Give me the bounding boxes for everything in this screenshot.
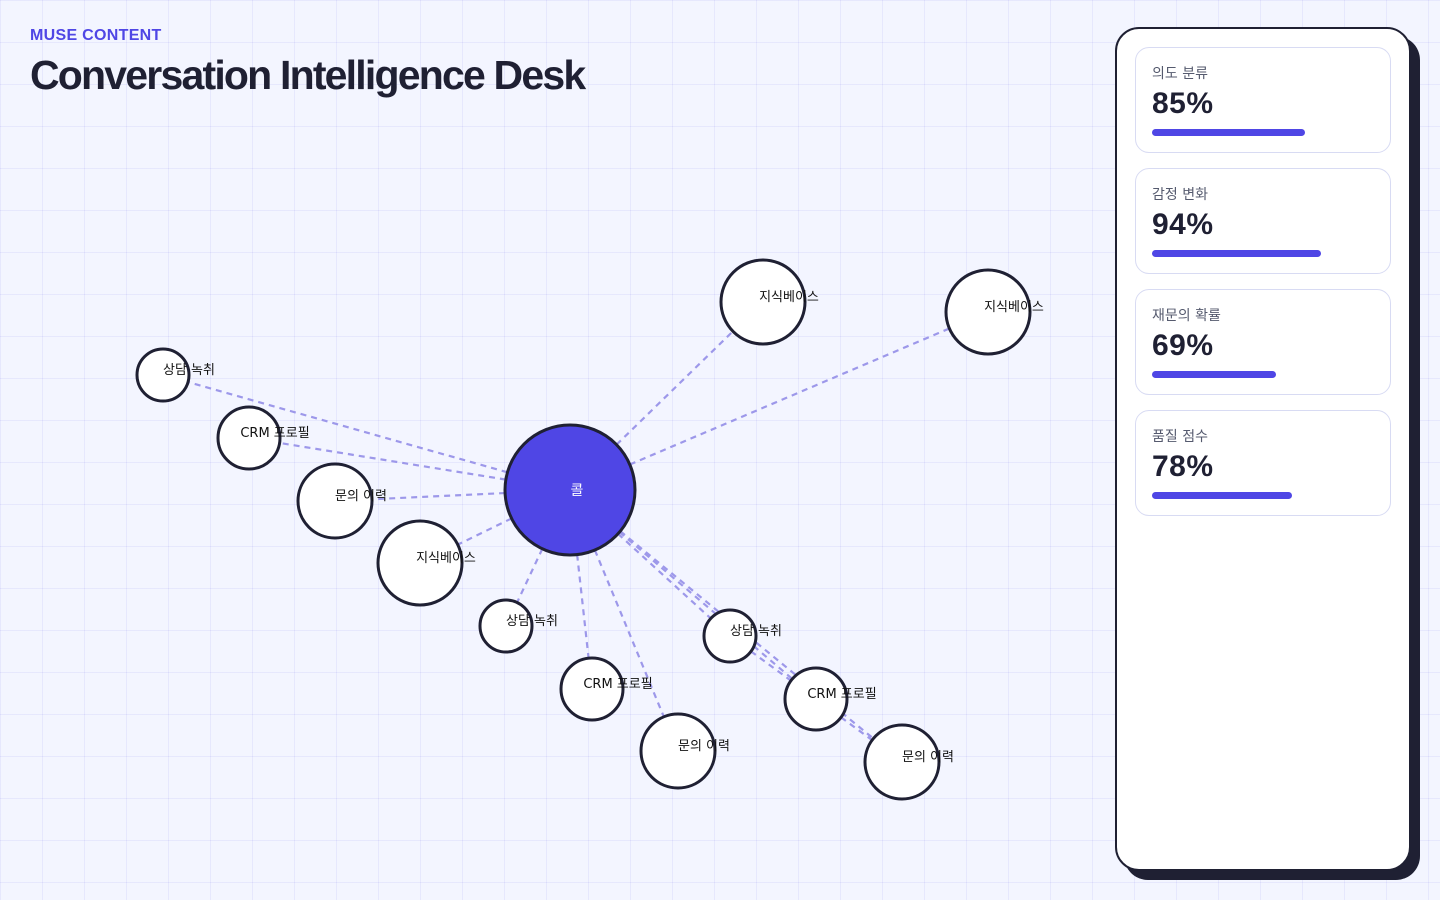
node-label: 상담 녹취 xyxy=(163,363,215,378)
metric-label: 감정 변화 xyxy=(1152,187,1208,203)
node-문의-이력[interactable] xyxy=(639,712,717,790)
graph-edge xyxy=(618,531,794,680)
graph-edge xyxy=(615,330,734,446)
node-지식베이스[interactable] xyxy=(719,258,807,346)
node-label: CRM 프로필 xyxy=(807,687,876,702)
node-label: 지식베이스 xyxy=(416,551,476,566)
metrics-panel: 의도 분류 85% 감정 변화 94% 재문의 확률 69% 품질 점수 78% xyxy=(1115,27,1411,871)
graph-edge xyxy=(457,517,513,546)
metric-value: 85% xyxy=(1152,87,1214,120)
metric-bar xyxy=(1152,492,1382,499)
page-title: Conversation Intelligence Desk xyxy=(30,52,586,98)
node-label: 상담 녹취 xyxy=(730,624,782,639)
graph-edge xyxy=(840,716,873,742)
metric-bar-fill xyxy=(1152,492,1293,499)
node-지식베이스[interactable] xyxy=(944,268,1032,356)
graph-edge xyxy=(593,549,665,718)
metric-value: 78% xyxy=(1152,450,1214,483)
node-문의-이력[interactable] xyxy=(296,462,374,540)
metric-value: 94% xyxy=(1152,208,1214,241)
metric-bar-fill xyxy=(1152,371,1277,378)
node-CRM-프로필[interactable] xyxy=(216,405,282,471)
graph-edge xyxy=(750,650,792,682)
node-label: 문의 이력 xyxy=(902,750,954,765)
graph-edge xyxy=(629,327,950,466)
hub-node-label: 콜 xyxy=(571,483,584,499)
metric-card: 감정 변화 94% xyxy=(1135,168,1391,274)
node-상담-녹취[interactable] xyxy=(478,598,534,654)
metric-bar-fill xyxy=(1152,129,1305,136)
graph-edge xyxy=(371,491,506,501)
brand-label: MUSE CONTENT xyxy=(30,27,162,44)
node-상담-녹취[interactable] xyxy=(135,347,191,403)
graph-edge xyxy=(576,554,590,659)
node-CRM-프로필[interactable] xyxy=(559,656,625,722)
metric-value: 69% xyxy=(1152,329,1214,362)
metric-bar xyxy=(1152,371,1382,378)
metric-label: 재문의 확률 xyxy=(1152,308,1221,324)
graph-edge xyxy=(617,533,712,620)
node-label: 문의 이력 xyxy=(678,739,730,754)
node-상담-녹취[interactable] xyxy=(702,608,758,664)
hub-node[interactable] xyxy=(503,423,637,557)
node-label: CRM 프로필 xyxy=(240,426,309,441)
metric-bar xyxy=(1152,250,1382,257)
node-label: 지식베이스 xyxy=(759,290,819,305)
node-지식베이스[interactable] xyxy=(376,519,464,607)
metric-label: 품질 점수 xyxy=(1152,429,1208,445)
node-문의-이력[interactable] xyxy=(863,723,941,801)
node-label: CRM 프로필 xyxy=(583,677,652,692)
graph-edge xyxy=(279,441,507,481)
node-label: 지식베이스 xyxy=(984,300,1044,315)
metric-card: 재문의 확률 69% xyxy=(1135,289,1391,395)
metric-label: 의도 분류 xyxy=(1152,66,1208,82)
graph-edge xyxy=(187,381,508,474)
node-label: 문의 이력 xyxy=(335,489,387,504)
metric-bar-fill xyxy=(1152,250,1322,257)
metric-card: 의도 분류 85% xyxy=(1135,47,1391,153)
metric-card: 품질 점수 78% xyxy=(1135,410,1391,516)
node-CRM-프로필[interactable] xyxy=(783,666,849,732)
node-label: 상담 녹취 xyxy=(506,614,558,629)
metric-bar xyxy=(1152,129,1382,136)
graph-edge xyxy=(516,548,544,603)
